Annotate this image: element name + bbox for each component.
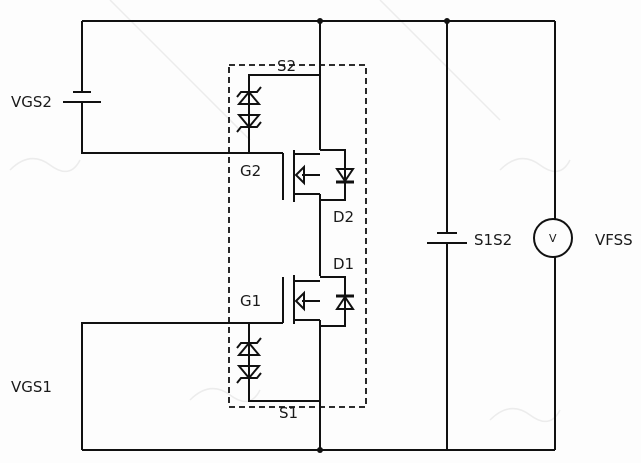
label-s2: S2 — [277, 57, 296, 75]
voltmeter-vfss — [533, 21, 573, 450]
s1s2-source — [427, 21, 467, 450]
label-vfss: VFSS — [595, 231, 633, 249]
vgs2-source — [63, 21, 283, 154]
label-s1s2: S1S2 — [474, 231, 512, 249]
zener-pair-g2-s2 — [236, 74, 320, 153]
vgs1-loop — [81, 322, 283, 450]
voltmeter-symbol: V — [549, 232, 557, 245]
zener-pair-g1-s1 — [236, 323, 320, 402]
label-d1: D1 — [333, 255, 354, 273]
label-vgs2: VGS2 — [11, 93, 52, 111]
label-d2: D2 — [333, 208, 354, 226]
mosfet-q1 — [282, 275, 355, 327]
label-s1: S1 — [279, 404, 298, 422]
label-g2: G2 — [240, 162, 261, 180]
label-g1: G1 — [240, 292, 261, 310]
mosfet-q2 — [282, 149, 355, 202]
label-vgs1: VGS1 — [11, 378, 52, 396]
